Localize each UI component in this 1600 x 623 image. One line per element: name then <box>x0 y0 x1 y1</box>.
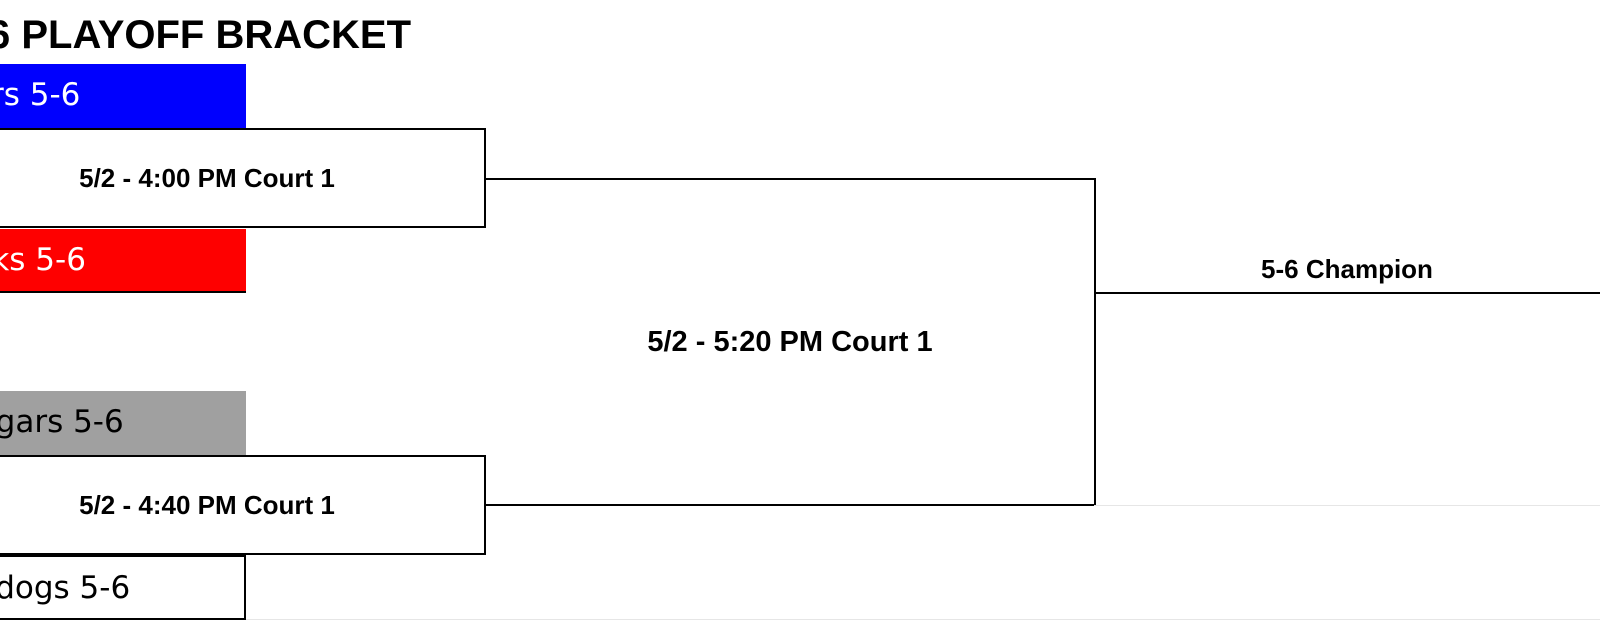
final-game-label: 5/2 - 5:20 PM Court 1 <box>647 326 933 358</box>
game-2-label: 5/2 - 4:40 PM Court 1 <box>79 490 335 520</box>
final-game-bracket: 5/2 - 5:20 PM Court 1 <box>486 178 1096 506</box>
team-1-name: ars 5-6 <box>0 77 81 113</box>
game-1-bracket: 5/2 - 4:00 PM Court 1 <box>0 128 486 228</box>
champion-label: 5-6 Champion <box>1261 254 1433 284</box>
team-slot-4: lldogs 5-6 <box>0 555 246 620</box>
champion-slot: 5-6 Champion <box>1094 244 1600 294</box>
team-2-name: wks 5-6 <box>0 242 86 278</box>
team-slot-3: ugars 5-6 <box>0 391 246 455</box>
team-3-name: ugars 5-6 <box>0 404 124 440</box>
divider-line <box>1094 505 1600 506</box>
divider-line <box>246 619 1600 620</box>
bracket-title: 6 PLAYOFF BRACKET <box>0 13 412 57</box>
team-slot-2: wks 5-6 <box>0 229 246 293</box>
team-slot-1: ars 5-6 <box>0 64 246 128</box>
game-2-bracket: 5/2 - 4:40 PM Court 1 <box>0 455 486 555</box>
team-4-name: lldogs 5-6 <box>0 570 131 606</box>
game-1-label: 5/2 - 4:00 PM Court 1 <box>79 163 335 193</box>
